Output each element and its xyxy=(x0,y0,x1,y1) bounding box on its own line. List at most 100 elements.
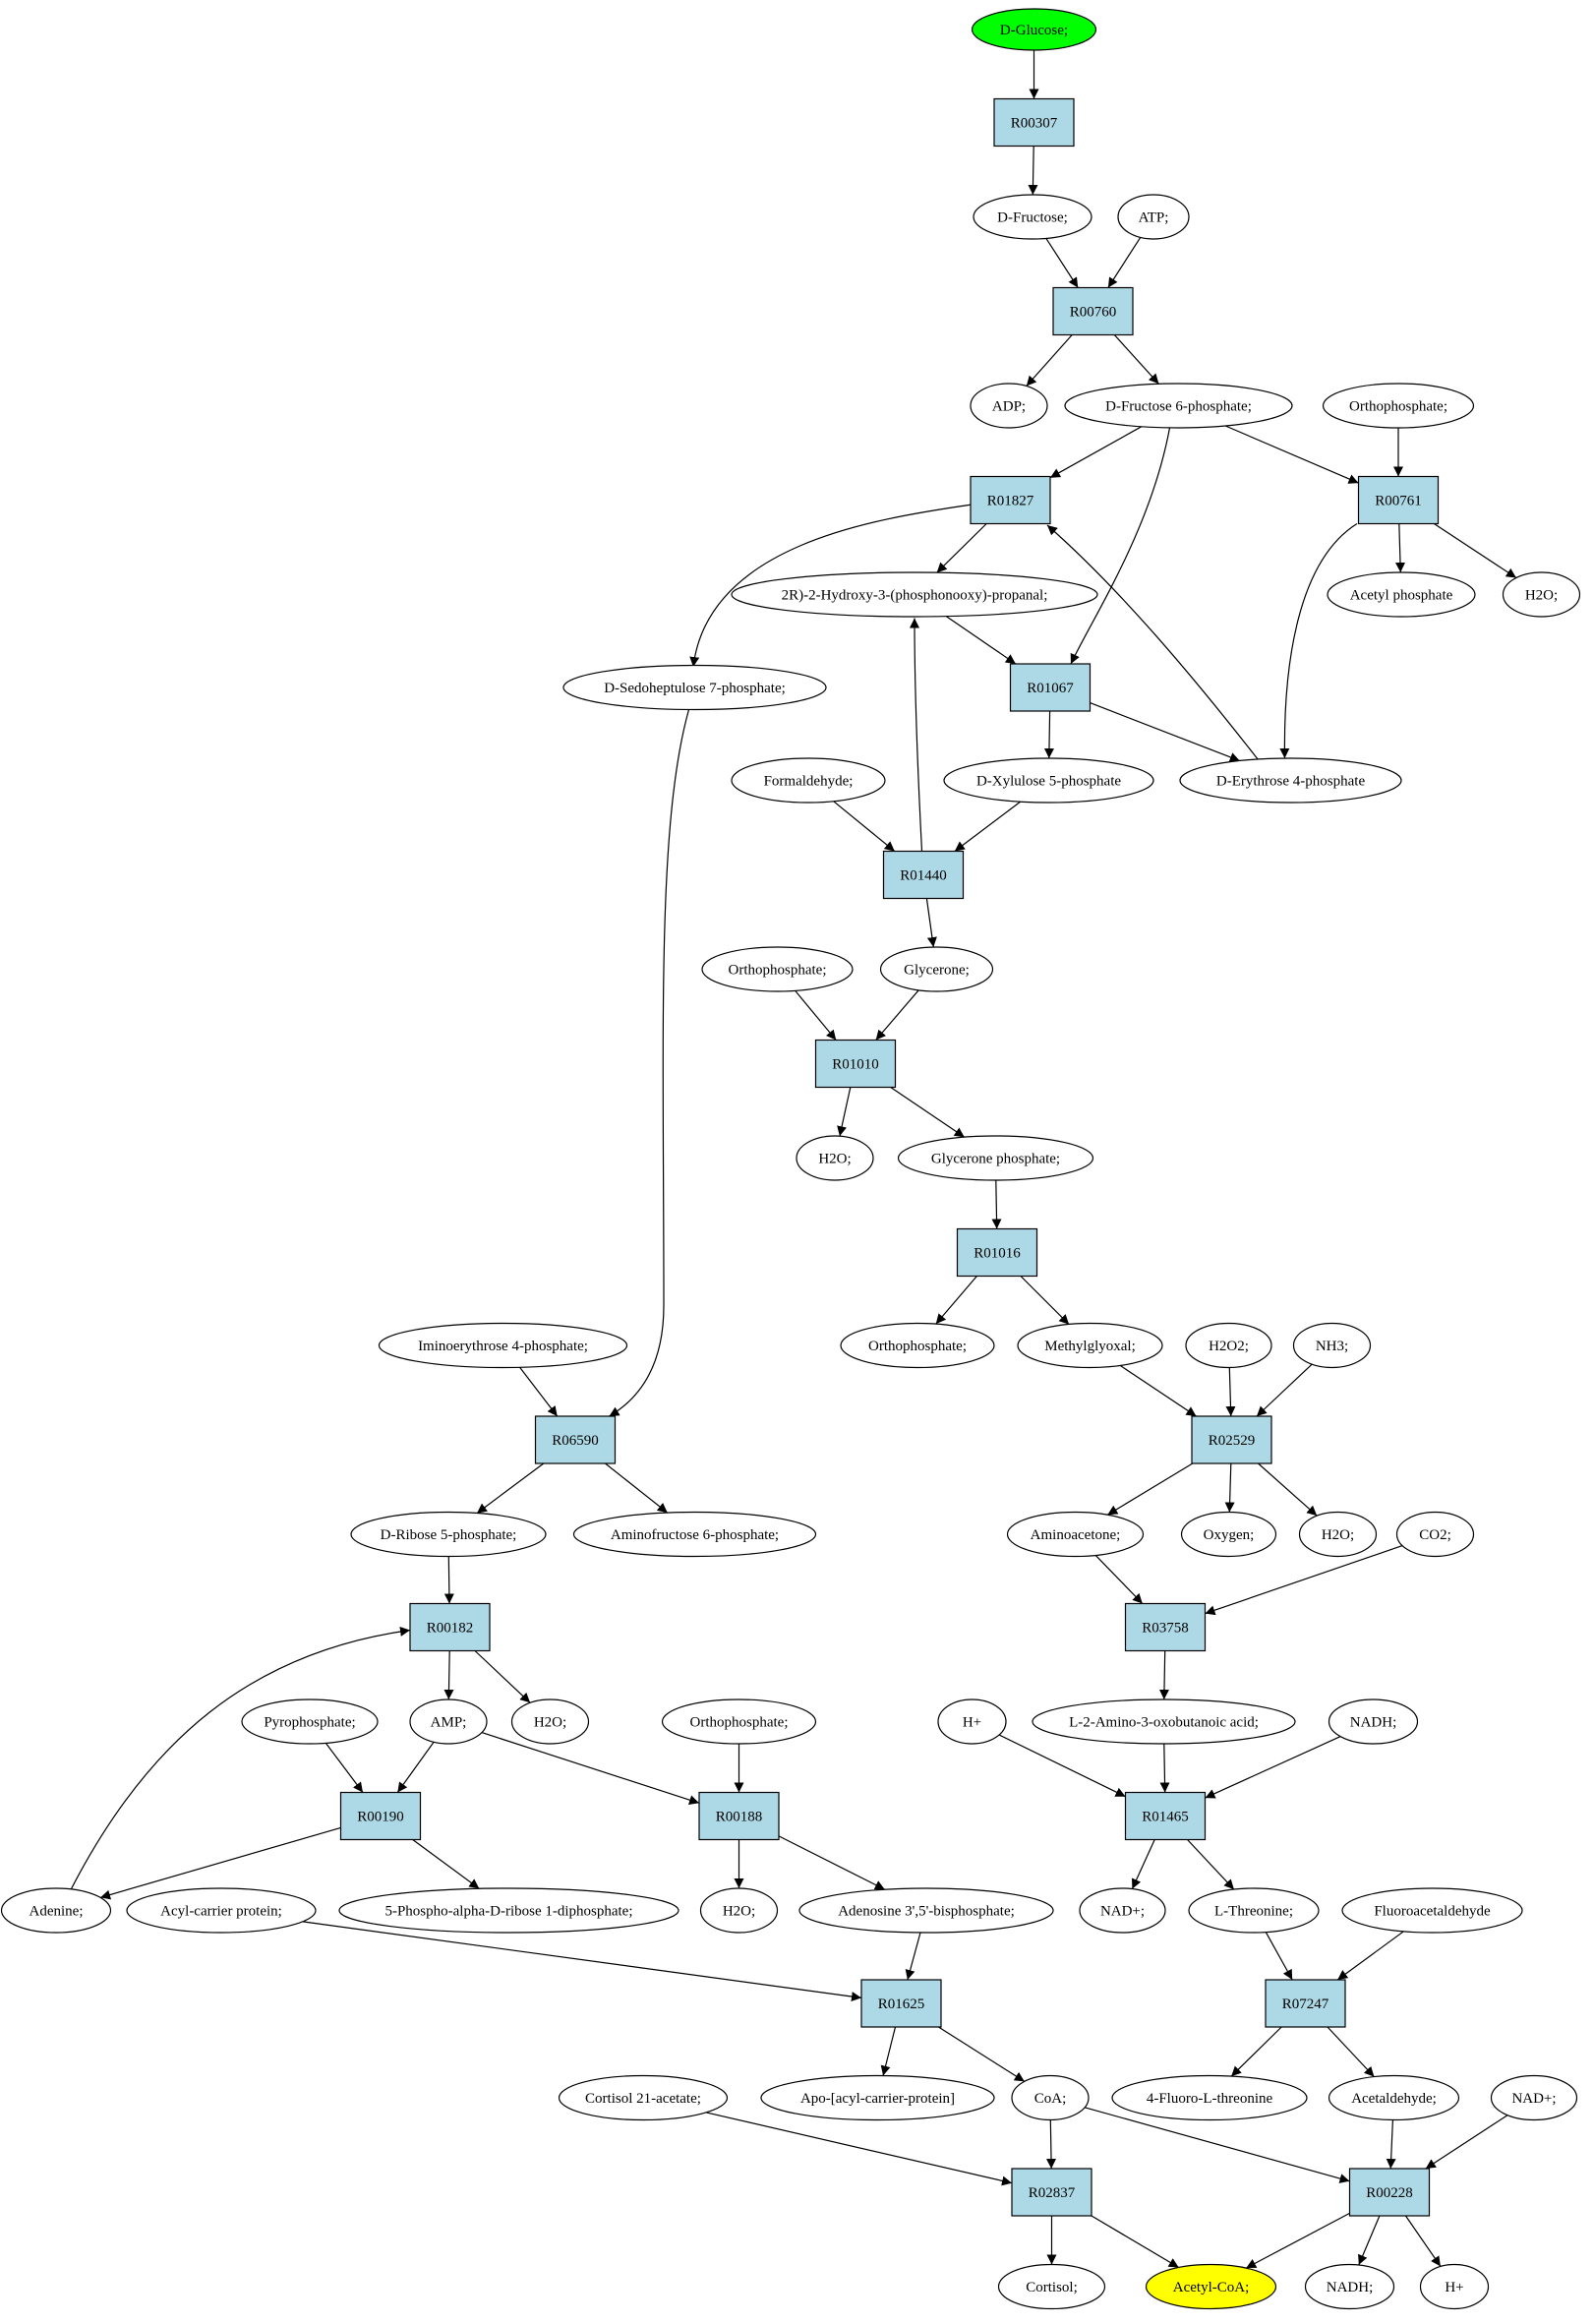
edge-R00761-to-acp xyxy=(1394,523,1405,573)
reaction-box xyxy=(534,1415,617,1464)
reaction-node-R06590: R06590 xyxy=(534,1415,617,1464)
compound-ellipse xyxy=(338,1887,679,1934)
edge-R01465-to-thr xyxy=(1187,1839,1235,1890)
edge-R00761-to-h2o1 xyxy=(1434,522,1517,579)
edge-R00228-to-acoa xyxy=(1245,2212,1350,2269)
node-label: Glycerone phosphate; xyxy=(931,1152,1060,1167)
edge-R00760-to-f6p xyxy=(1113,334,1159,385)
node-label: Acetyl-CoA; xyxy=(1173,2280,1249,2295)
reaction-node-R01440: R01440 xyxy=(882,850,965,900)
edge-cortac-to-R02837 xyxy=(706,2112,1013,2186)
node-label: H2O; xyxy=(1525,588,1558,604)
node-label: Apo-[acyl-carrier-protein] xyxy=(800,2091,955,2107)
edge-R01465-to-nadplus1 xyxy=(1131,1839,1155,1889)
edge-s7p-to-R06590 xyxy=(609,709,690,1417)
edge-adenine-to-R00182 xyxy=(70,1626,411,1890)
compound-node-pap: Adenosine 3',5'-bisphosphate; xyxy=(798,1887,1054,1934)
edge-R01010-to-h2o2 xyxy=(837,1087,852,1137)
compound-node-imino: Iminoerythrose 4-phosphate; xyxy=(378,1322,628,1369)
compound-ellipse xyxy=(1419,2263,1490,2310)
node-label: R07247 xyxy=(1282,1996,1329,2012)
compound-node-r5p: D-Ribose 5-phosphate; xyxy=(350,1511,547,1558)
node-label: Formaldehyde; xyxy=(764,774,854,790)
node-label: D-Fructose; xyxy=(997,210,1068,226)
compound-node-aoba: L-2-Amino-3-oxobutanoic acid; xyxy=(1032,1698,1296,1745)
compound-node-acylcp: Acyl-carrier protein; xyxy=(126,1887,317,1934)
compound-ellipse xyxy=(1188,1887,1320,1934)
compound-node-h2o2x: H2O2; xyxy=(1185,1322,1272,1369)
reaction-node-R07247: R07247 xyxy=(1265,1979,1346,2028)
edge-hplus1-to-R01465 xyxy=(998,1734,1126,1798)
compound-ellipse xyxy=(701,946,854,992)
node-label: R01010 xyxy=(832,1057,879,1073)
edge-aminoacetone-to-R03758 xyxy=(1094,1554,1144,1604)
compound-node-h2o5: H2O; xyxy=(699,1887,779,1934)
compound-ellipse xyxy=(1328,2074,1460,2121)
compound-node-acp: Acetyl phosphate xyxy=(1327,571,1476,618)
compound-ellipse xyxy=(1327,571,1476,618)
reaction-box xyxy=(698,1791,780,1841)
compound-node-glyp: Glycerone phosphate; xyxy=(897,1135,1094,1181)
compound-node-prpp: 5-Phospho-alpha-D-ribose 1-diphosphate; xyxy=(338,1887,679,1934)
compound-node-s7p: D-Sedoheptulose 7-phosphate; xyxy=(562,664,827,711)
edge-pi2-to-R01010 xyxy=(795,990,837,1041)
edge-R01625-to-coa xyxy=(938,2026,1026,2082)
compound-node-fructose: D-Fructose; xyxy=(973,194,1092,240)
compound-ellipse xyxy=(1502,571,1581,618)
node-label: D-Xylulose 5-phosphate xyxy=(976,774,1121,790)
reaction-box xyxy=(1124,1791,1207,1841)
edge-R07247-to-fthr xyxy=(1230,2026,1282,2077)
edge-R02529-to-aminoacetone xyxy=(1106,1462,1194,1516)
compound-node-h2o1: H2O; xyxy=(1502,571,1581,618)
node-label: R00190 xyxy=(357,1810,404,1825)
node-label: R01827 xyxy=(987,494,1034,509)
edge-R02837-to-acoa xyxy=(1091,2215,1180,2269)
compound-ellipse xyxy=(1006,1511,1145,1558)
edge-R01827-to-s7p xyxy=(689,504,973,668)
compound-ellipse xyxy=(1032,1698,1296,1745)
compound-node-amp: AMP; xyxy=(409,1698,488,1745)
compound-node-thr: L-Threonine; xyxy=(1188,1887,1320,1934)
compound-ellipse xyxy=(937,1698,1007,1745)
edge-nadh1-to-R01465 xyxy=(1205,1736,1341,1799)
compound-ellipse xyxy=(879,946,994,992)
node-label: 2R)-2-Hydroxy-3-(phosphonooxy)-propanal; xyxy=(782,588,1048,604)
compound-ellipse xyxy=(1298,1511,1378,1558)
node-label: AMP; xyxy=(431,1715,467,1731)
node-label: D-Ribose 5-phosphate; xyxy=(381,1527,517,1543)
edge-imino-to-R06590 xyxy=(519,1366,559,1417)
node-label: Fluoroacetaldehyde xyxy=(1374,1904,1491,1920)
compound-node-glycerone: Glycerone; xyxy=(879,946,994,992)
compound-ellipse xyxy=(943,757,1154,804)
compound-ellipse xyxy=(1490,2074,1578,2121)
edge-R01067-to-x5p xyxy=(1043,710,1054,759)
compound-ellipse xyxy=(997,2263,1106,2310)
node-label: Orthophosphate; xyxy=(729,963,827,979)
edge-R01010-to-glyp xyxy=(890,1087,966,1138)
compound-ellipse xyxy=(970,383,1048,429)
reaction-box xyxy=(1265,1979,1346,2028)
compound-ellipse xyxy=(350,1511,547,1558)
compound-ellipse xyxy=(699,1887,779,1934)
compound-ellipse xyxy=(1180,1511,1277,1558)
node-label: R02837 xyxy=(1029,2185,1076,2201)
reaction-box xyxy=(1009,663,1092,712)
node-label: H2O; xyxy=(818,1152,851,1167)
compound-node-glucose: D-Glucose; xyxy=(971,8,1097,51)
node-label: R00761 xyxy=(1375,494,1422,509)
compound-node-pi1: Orthophosphate; xyxy=(1322,383,1475,429)
compound-node-nadh1: NADH; xyxy=(1328,1698,1419,1745)
node-label: R01465 xyxy=(1142,1810,1189,1825)
compound-ellipse xyxy=(1079,1887,1166,1934)
compound-node-hplus2: H+ xyxy=(1419,2263,1490,2310)
edge-h2o2x-to-R02529 xyxy=(1225,1367,1236,1417)
reaction-node-R02529: R02529 xyxy=(1191,1415,1272,1464)
node-label: R00307 xyxy=(1011,116,1058,132)
compound-ellipse xyxy=(760,2074,995,2121)
compound-ellipse xyxy=(558,2074,729,2121)
compound-ellipse xyxy=(510,1698,590,1745)
node-label: ADP; xyxy=(992,399,1026,415)
node-label: R01625 xyxy=(878,1996,925,2012)
compound-ellipse xyxy=(1017,1322,1163,1369)
